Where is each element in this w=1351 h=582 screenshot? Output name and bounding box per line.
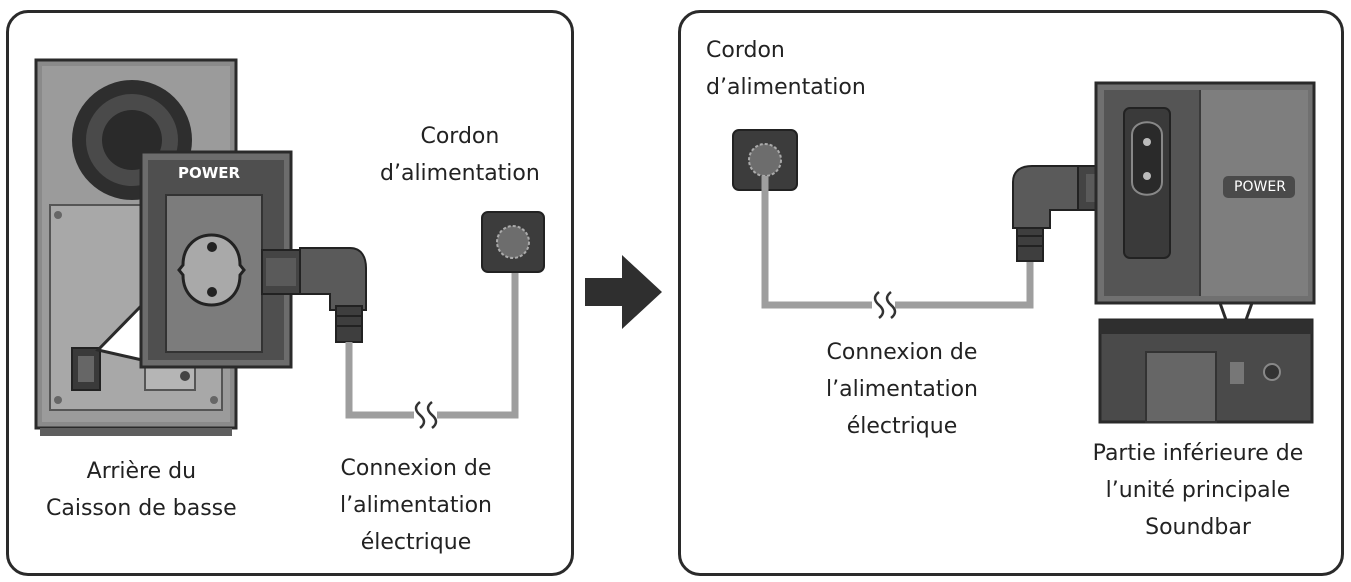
connection-label-line: l’alimentation: [826, 377, 978, 402]
connection-label-line: l’alimentation: [340, 493, 492, 518]
soundbar-label-line: l’unité principale: [1105, 478, 1291, 503]
soundbar-socket-zoom: [1094, 81, 1316, 305]
cable-break-icon-right: [873, 291, 897, 319]
power-label-right: POWER: [1234, 179, 1286, 195]
right-angle-plug-icon: [261, 247, 367, 343]
subwoofer-label-line: Caisson de basse: [46, 496, 237, 521]
soundbar-underside-illustration: [1098, 318, 1314, 424]
subwoofer-label: Arrière du Caisson de basse: [46, 453, 237, 527]
cord-label-line: d’alimentation: [706, 75, 866, 100]
next-step-arrow: [585, 255, 662, 329]
soundbar-label-line: Partie inférieure de: [1092, 441, 1304, 466]
cable-break-icon: [414, 401, 438, 429]
wall-outlet-icon-right: [732, 129, 798, 191]
connection-label-line: Connexion de: [826, 340, 978, 365]
connection-label-line: électrique: [360, 530, 472, 555]
connection-label-left: Connexion de l’alimentation électrique: [340, 450, 492, 561]
cord-label-line: Cordon: [420, 124, 500, 149]
soundbar-label: Partie inférieure de l’unité principale …: [1078, 435, 1318, 546]
wall-outlet-icon: [481, 211, 545, 273]
connection-label-line: Connexion de: [340, 456, 492, 481]
connection-label-line: électrique: [846, 414, 958, 439]
subwoofer-label-line: Arrière du: [86, 459, 197, 484]
cord-label-right: Cordon d’alimentation: [706, 32, 866, 106]
cord-label-left: Cordon d’alimentation: [380, 118, 540, 192]
cord-label-line: d’alimentation: [380, 161, 540, 186]
power-cable-right: [761, 176, 1034, 309]
power-label-left: POWER: [178, 164, 241, 182]
soundbar-label-line: Soundbar: [1145, 515, 1251, 540]
cord-label-line: Cordon: [706, 38, 785, 63]
connection-label-right: Connexion de l’alimentation électrique: [826, 334, 978, 445]
power-cable-left: [345, 268, 519, 419]
